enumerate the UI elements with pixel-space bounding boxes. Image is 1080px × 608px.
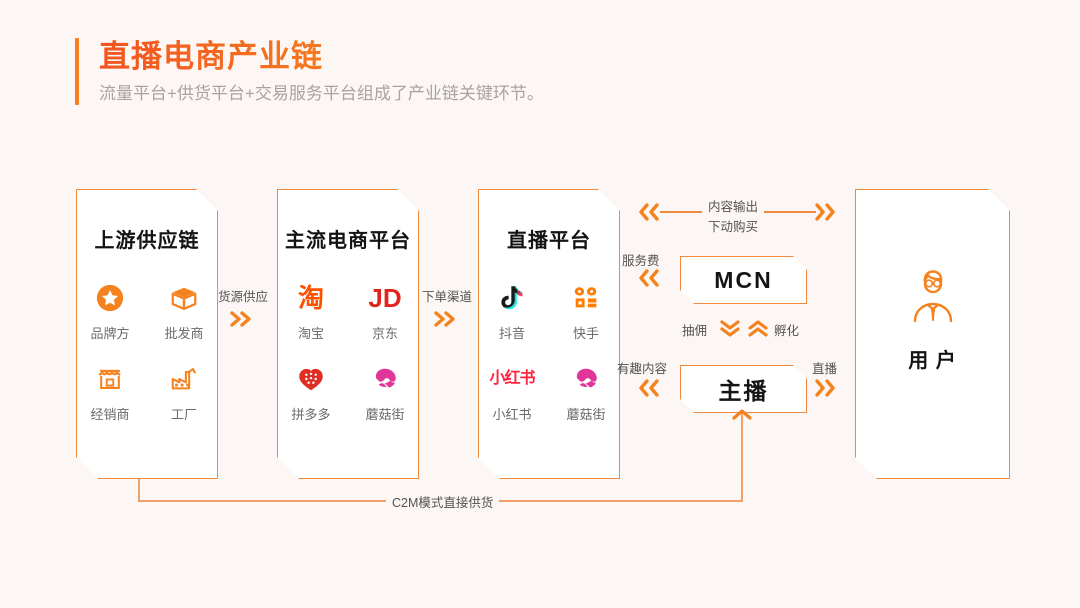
list-item-label: 蘑菇街 [566,407,606,422]
list-item-label: 拼多多 [291,407,331,422]
double-chevron-left-icon [636,378,662,403]
double-chevron-right-icon [812,378,838,403]
chevron-up-icon [731,406,753,427]
shop-storefront-icon [95,360,125,398]
mogujie-logo [369,360,401,398]
user-avatar-icon [905,267,961,330]
star-badge-icon [95,279,125,317]
card-user[interactable]: 用 户 [855,189,1010,479]
box-anchor-label: 主播 [718,378,769,404]
double-chevron-down-icon [718,316,742,345]
list-item-label: 工厂 [170,407,197,422]
jd-logo: JD [368,279,401,317]
card-item-grid: 淘 淘宝 JD 京东 [278,279,418,423]
label-live: 直播 [812,362,838,376]
box-mcn[interactable]: MCN [680,256,807,304]
list-item[interactable]: 快手 [553,279,619,342]
list-item-label: 小红书 [492,407,532,422]
label-c2m: C2M模式直接供货 [386,492,500,511]
list-item[interactable]: 拼多多 [278,360,344,423]
list-item[interactable]: 批发商 [151,279,217,342]
connector-order-channel: 下单渠道 [411,286,483,334]
page-title: 直播电商产业链 [99,38,544,77]
card-upstream-supply-chain[interactable]: 上游供应链 品牌方 [76,189,218,479]
card-title: 直播平台 [507,230,591,252]
card-ecommerce-platforms[interactable]: 主流电商平台 淘 淘宝 JD 京东 [277,189,419,479]
card-title: 上游供应链 [94,230,200,252]
list-item[interactable]: 淘 淘宝 [278,279,344,342]
c2m-line-left-vertical [138,479,140,501]
card-title: 用 户 [908,350,957,373]
taobao-logo: 淘 [298,279,324,317]
pinduoduo-logo [296,360,326,398]
double-chevron-left-icon [636,268,662,293]
list-item-label: 蘑菇街 [365,407,405,422]
list-item[interactable]: 蘑菇街 [352,360,418,423]
list-item[interactable]: 经销商 [77,360,143,423]
double-chevron-right-icon [812,202,838,227]
list-item-label: 经销商 [90,407,130,422]
label-incubation: 孵化 [774,324,800,338]
mogujie-logo [570,360,602,398]
box-anchor[interactable]: 主播 [680,365,807,413]
factory-icon [169,360,199,398]
box-mcn-label: MCN [714,266,773,293]
list-item[interactable]: JD 京东 [352,279,418,342]
label-service-fee: 服务费 [622,254,660,268]
list-item-label: 抖音 [498,326,525,341]
jd-logo-text: JD [368,283,402,313]
card-title: 主流电商平台 [285,230,411,252]
douyin-logo [498,279,526,317]
c2m-line-right-vertical [741,412,743,501]
connector-label: 下单渠道 [421,290,472,304]
label-drive-purchase: 下动购买 [702,216,765,235]
label-content-output: 内容输出 [702,196,765,215]
list-item[interactable]: 品牌方 [77,279,143,342]
double-chevron-right-icon [228,309,258,334]
open-box-icon [169,279,199,317]
list-item[interactable]: 抖音 [479,279,545,342]
xiaohongshu-logo: 小红书 [489,360,534,398]
connector-label: 货源供应 [217,290,268,304]
xiaohongshu-logo-text: 小红书 [489,370,535,387]
list-item-label: 京东 [371,326,398,341]
taobao-logo-text: 淘 [297,283,324,313]
list-item-label: 品牌方 [90,326,130,341]
card-item-grid: 抖音 快手 [479,279,619,423]
card-item-grid: 品牌方 批发商 [77,279,217,423]
card-live-platforms[interactable]: 直播平台 抖音 [478,189,620,479]
double-chevron-up-icon [746,316,770,345]
double-chevron-left-icon [636,202,662,227]
label-commission: 抽佣 [682,324,708,338]
list-item[interactable]: 小红书 小红书 [479,360,545,423]
kuaishou-logo [570,279,602,317]
header: 直播电商产业链 流量平台+供货平台+交易服务平台组成了产业链关键环节。 [75,38,544,105]
header-accent-bar [75,38,79,105]
list-item[interactable]: 蘑菇街 [553,360,619,423]
list-item[interactable]: 工厂 [151,360,217,423]
label-interesting-content: 有趣内容 [617,362,668,376]
list-item-label: 批发商 [164,326,204,341]
double-chevron-right-icon [432,309,462,334]
list-item-label: 快手 [572,326,599,341]
list-item-label: 淘宝 [297,326,324,341]
connector-supply: 货源供应 [208,286,278,334]
page-subtitle: 流量平台+供货平台+交易服务平台组成了产业链关键环节。 [99,83,544,103]
